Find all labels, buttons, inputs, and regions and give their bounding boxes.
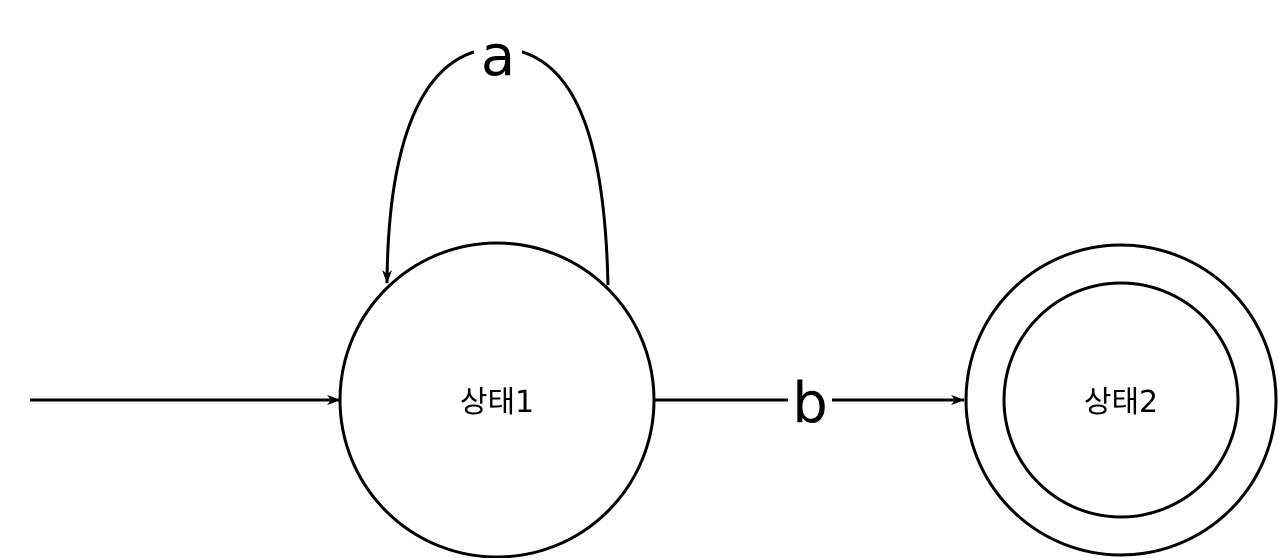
transition-label-a: a <box>481 24 515 89</box>
transition-label-b: b <box>792 371 828 436</box>
state-node-1: 상태1 <box>338 241 656 558</box>
state-node-2: 상태2 <box>964 243 1278 557</box>
state-2-label: 상태2 <box>1084 385 1158 420</box>
self-loop-label-background <box>474 20 522 98</box>
transition-b-label-background <box>788 352 832 448</box>
state-1-circle <box>338 241 656 558</box>
state-2-inner-circle <box>1002 281 1240 519</box>
state-1-label: 상태1 <box>460 385 534 420</box>
